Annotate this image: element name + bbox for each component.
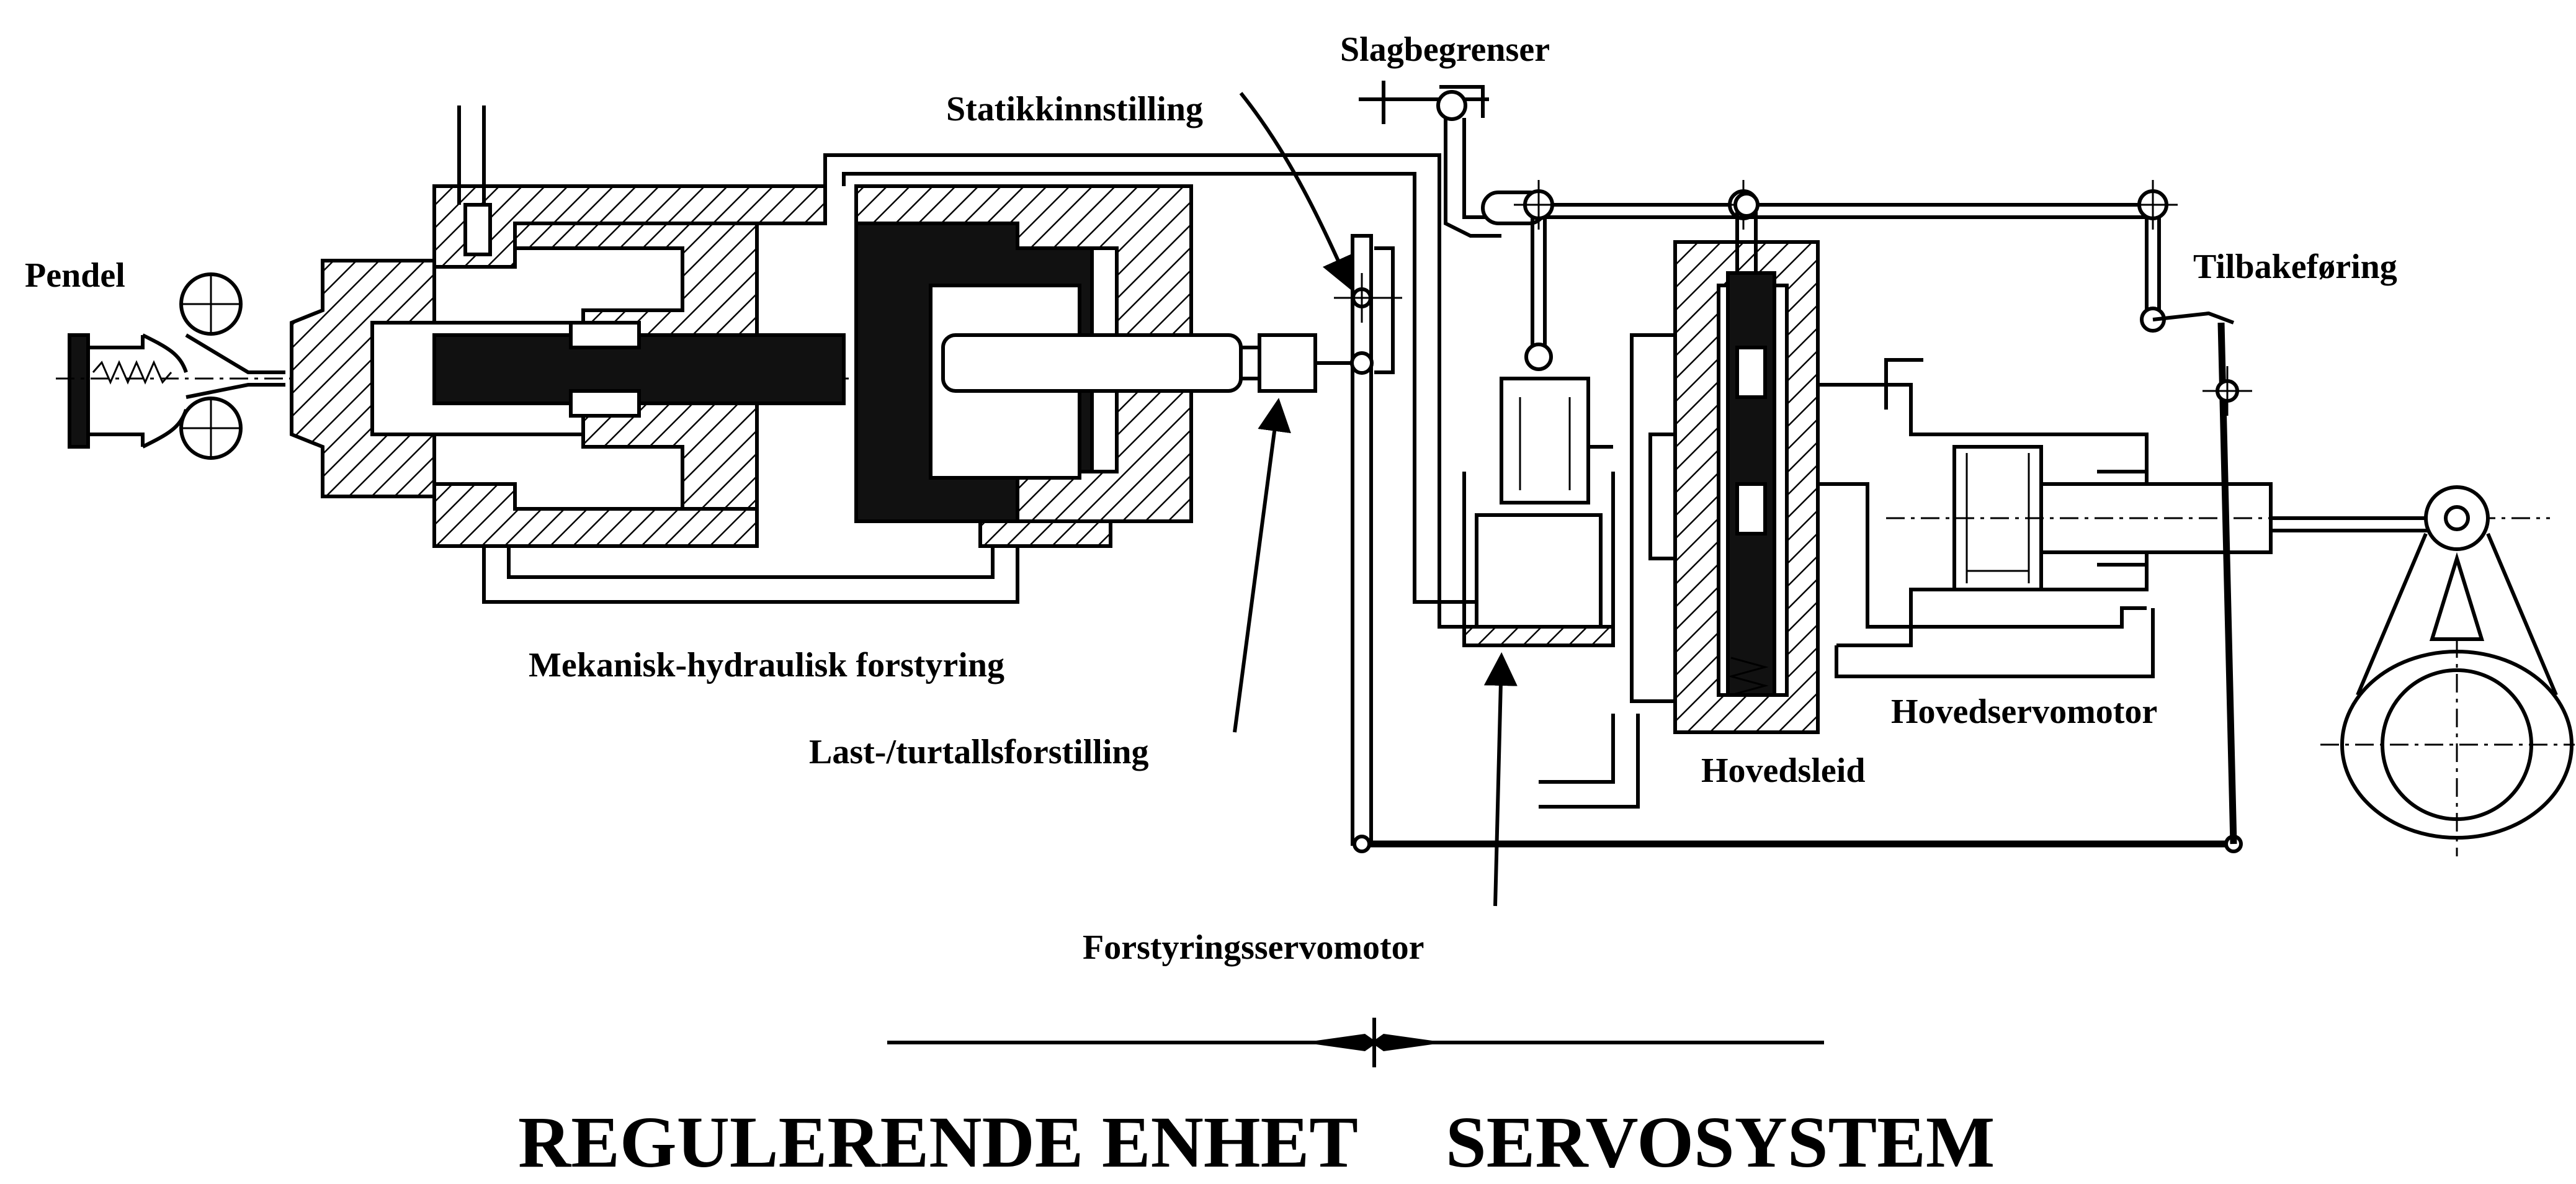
pilot-servomotor	[1462, 180, 2178, 647]
pilot-servo-plunger	[1500, 377, 1590, 505]
adjust-nut	[1258, 333, 1317, 393]
label-hovedsleid: Hovedsleid	[1701, 751, 1865, 790]
label-forstyringsservomotor: Forstyringsservomotor	[1083, 928, 1424, 967]
label-slagbegrenser: Slagbegrenser	[1340, 30, 1550, 69]
label-mekanisk-hydraulisk: Mekanisk-hydraulisk forstyring	[529, 646, 1004, 684]
feedback-rod	[2217, 322, 2237, 845]
regulating-crank	[2320, 485, 2575, 856]
label-hovedservomotor: Hovedservomotor	[1891, 693, 2157, 731]
pendulum-spring	[92, 360, 172, 385]
label-statikkinnstilling: Statikkinnstilling	[946, 90, 1203, 128]
plunger-rod	[941, 333, 1243, 393]
main-slide-valve	[1539, 192, 1820, 809]
arrow-statikkinnstilling	[1239, 92, 1354, 291]
label-tilbakeforing: Tilbakeføring	[2193, 248, 2397, 286]
arrow-last-turtall	[1233, 398, 1291, 733]
section-divider	[887, 1018, 1824, 1067]
top-lever	[1489, 203, 2159, 219]
pilot-valve-housing	[290, 105, 1588, 629]
main-servomotor	[1818, 358, 2550, 678]
linkage-column	[1334, 234, 2243, 853]
stroke-limiter	[1359, 81, 1501, 238]
vertical-link-rod	[1351, 234, 1373, 846]
section-regulerende-enhet: REGULERENDE ENHET	[518, 1101, 1358, 1183]
section-servosystem: SERVOSYSTEM	[1446, 1101, 1995, 1183]
label-last-turtall: Last-/turtallsforstilling	[809, 733, 1149, 771]
feedback-linkage	[2140, 217, 2252, 845]
leader-lines	[1233, 92, 1518, 907]
pendulum-shaft-end	[68, 333, 90, 449]
pendulum-assembly	[56, 272, 1266, 460]
arrow-forstyringsservomotor	[1483, 652, 1518, 907]
label-pendel: Pendel	[25, 256, 125, 295]
